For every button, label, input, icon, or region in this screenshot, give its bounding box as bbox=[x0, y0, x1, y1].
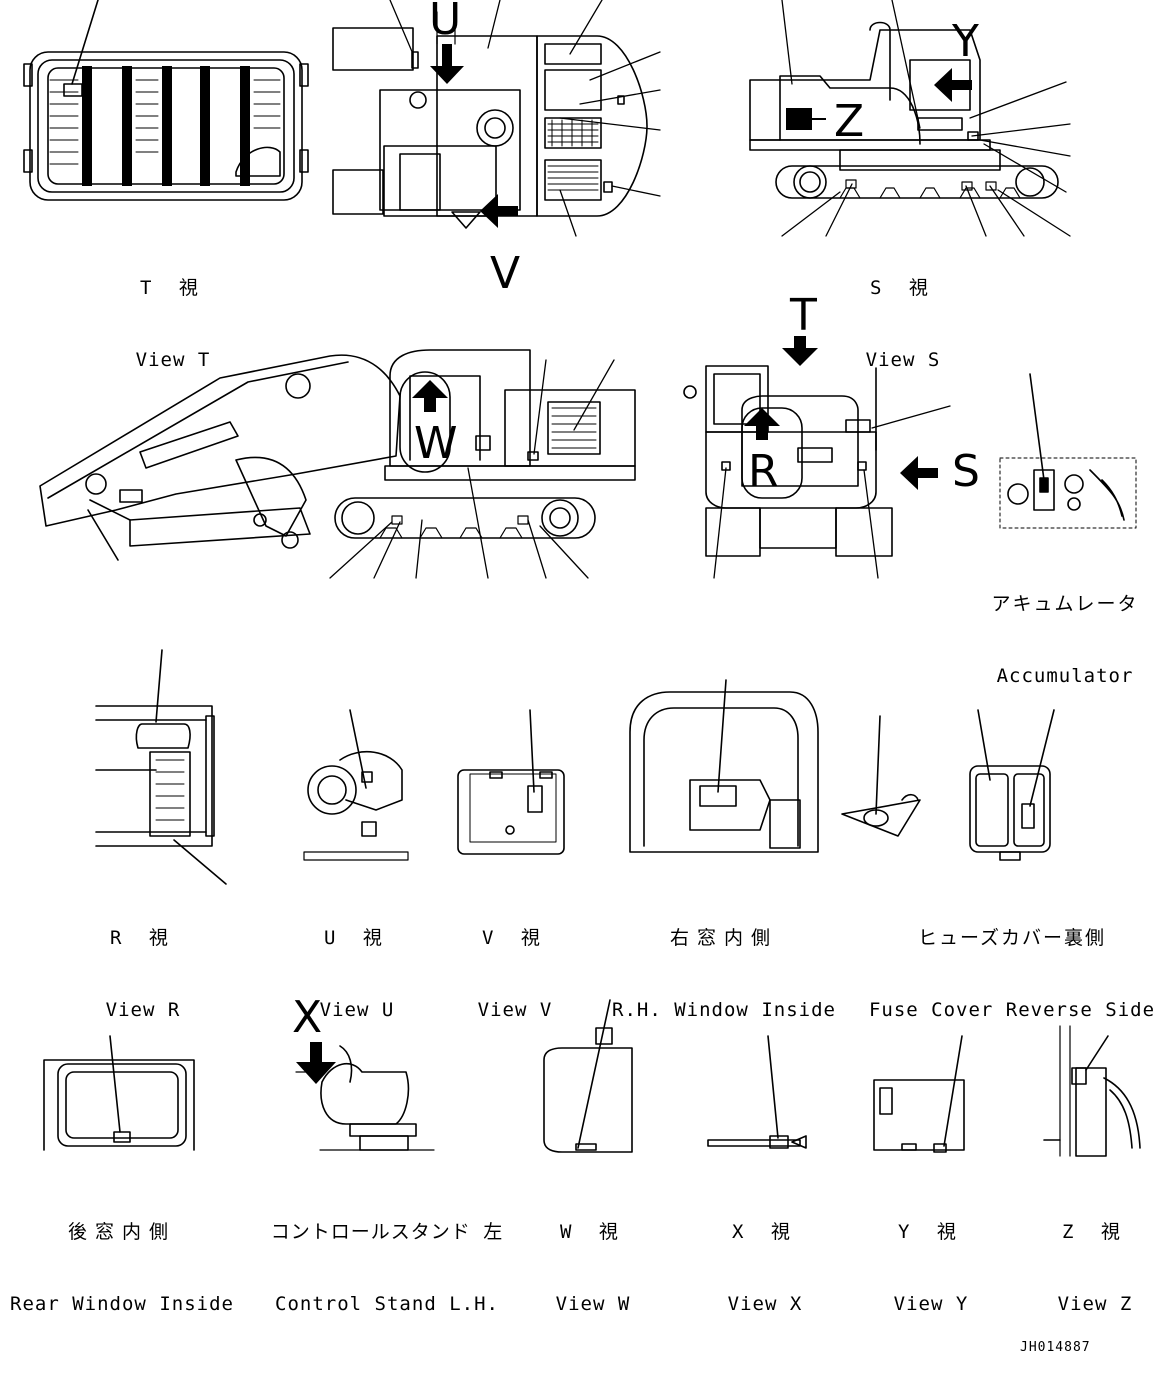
caption-view-s: S 視 View S bbox=[838, 228, 968, 396]
caption-en: View V bbox=[477, 999, 553, 1021]
view-u-drawing bbox=[303, 709, 409, 861]
caption-en: View X bbox=[727, 1293, 803, 1315]
caption-jp: W 視 bbox=[560, 1221, 626, 1243]
drawing-id: JH014887 bbox=[1020, 1340, 1091, 1355]
caption-en: View W bbox=[555, 1293, 631, 1315]
caption-jp: U 視 bbox=[324, 927, 390, 949]
letter-w: W bbox=[414, 418, 458, 469]
caption-jp: Y 視 bbox=[898, 1221, 964, 1243]
caption-jp: V 視 bbox=[482, 927, 548, 949]
view-w-drawing bbox=[543, 999, 633, 1153]
caption-en: Rear Window Inside bbox=[10, 1293, 234, 1315]
view-s-leader-lines bbox=[781, 0, 1071, 237]
caption-en: View Z bbox=[1057, 1293, 1133, 1315]
caption-jp: X 視 bbox=[732, 1221, 798, 1243]
accumulator-drawing bbox=[999, 373, 1137, 529]
arrow-y bbox=[934, 68, 972, 102]
caption-jp: Z 視 bbox=[1062, 1221, 1128, 1243]
caption-view-r: R 視 View R bbox=[78, 878, 208, 1046]
caption-jp: コントロールスタンド 左 bbox=[270, 1221, 504, 1243]
caption-jp: アキュムレータ bbox=[991, 593, 1139, 615]
top-view-drawing bbox=[332, 0, 661, 237]
caption-en: View T bbox=[135, 349, 211, 371]
caption-en: View U bbox=[319, 999, 395, 1021]
letter-z: Z bbox=[834, 96, 865, 147]
arrow-s bbox=[900, 456, 938, 490]
zone-r bbox=[741, 407, 803, 499]
view-v-drawing bbox=[457, 709, 565, 855]
rear-leader-lines bbox=[713, 405, 951, 579]
caption-en: Control Stand L.H. bbox=[275, 1293, 499, 1315]
caption-fuse-cover: ヒューズカバー裏側 Fuse Cover Reverse Side bbox=[862, 878, 1162, 1046]
caption-en: Fuse Cover Reverse Side bbox=[868, 999, 1156, 1021]
caption-rear-window: 後窓内側 Rear Window Inside bbox=[2, 1172, 242, 1340]
caption-en: View Y bbox=[893, 1293, 969, 1315]
caption-view-t: T 視 View T bbox=[108, 228, 238, 396]
main-leader-lines bbox=[329, 359, 615, 579]
letter-t: T bbox=[790, 290, 817, 341]
letter-v: V bbox=[490, 248, 521, 299]
arrow-r bbox=[744, 408, 780, 440]
letter-x: X bbox=[292, 992, 323, 1043]
view-z-drawing bbox=[1043, 1025, 1141, 1157]
letter-y: Y bbox=[952, 16, 979, 67]
view-y-drawing bbox=[873, 1035, 965, 1153]
caption-en: Accumulator bbox=[996, 665, 1134, 687]
fuse-cover-drawing bbox=[969, 709, 1055, 861]
caption-view-v: V 視 View V bbox=[450, 878, 580, 1046]
arrow-w bbox=[412, 380, 448, 412]
arrow-x bbox=[296, 1042, 336, 1084]
caption-jp: 右窓内側 bbox=[669, 927, 778, 949]
caption-rh-window: 右窓内側 R.H. Window Inside bbox=[600, 878, 848, 1046]
caption-view-y: Y 視 View Y bbox=[866, 1172, 996, 1340]
caption-jp: 後窓内側 bbox=[67, 1221, 176, 1243]
zone-w bbox=[399, 371, 451, 473]
caption-jp: R 視 bbox=[110, 927, 176, 949]
arrow-u bbox=[430, 44, 464, 84]
caption-en: R.H. Window Inside bbox=[612, 999, 836, 1021]
rear-view-drawing bbox=[683, 336, 951, 579]
rear-window-drawing bbox=[43, 1035, 195, 1151]
caption-view-u: U 視 View U bbox=[292, 878, 422, 1046]
view-x-drawing bbox=[707, 1035, 807, 1149]
view-s-drawing bbox=[749, 0, 1071, 237]
caption-view-x: X 視 View X bbox=[700, 1172, 830, 1340]
letter-r: R bbox=[748, 446, 779, 497]
view-x-insert bbox=[841, 715, 921, 837]
view-t-drawing bbox=[23, 0, 309, 201]
top-view-leader-lines bbox=[389, 0, 661, 237]
excavator-side-drawing bbox=[39, 349, 636, 579]
caption-view-w: W 視 View W bbox=[528, 1172, 658, 1340]
arrow-t bbox=[782, 336, 818, 366]
arrow-v bbox=[480, 194, 518, 228]
rh-window-drawing bbox=[629, 679, 819, 853]
caption-en: View R bbox=[105, 999, 181, 1021]
caption-en: View S bbox=[865, 349, 941, 371]
letter-s: S bbox=[952, 446, 980, 497]
view-r-drawing bbox=[95, 649, 227, 885]
caption-view-z: Z 視 View Z bbox=[1030, 1172, 1160, 1340]
caption-accumulator: アキュムレータ Accumulator bbox=[990, 544, 1140, 712]
caption-jp: S 視 bbox=[870, 277, 936, 299]
caption-jp: ヒューズカバー裏側 bbox=[917, 927, 1107, 949]
caption-control-stand: コントロールスタンド 左 Control Stand L.H. bbox=[262, 1172, 512, 1340]
caption-jp: T 視 bbox=[140, 277, 206, 299]
letter-u: U bbox=[429, 0, 462, 45]
control-stand-drawing bbox=[295, 1042, 435, 1151]
